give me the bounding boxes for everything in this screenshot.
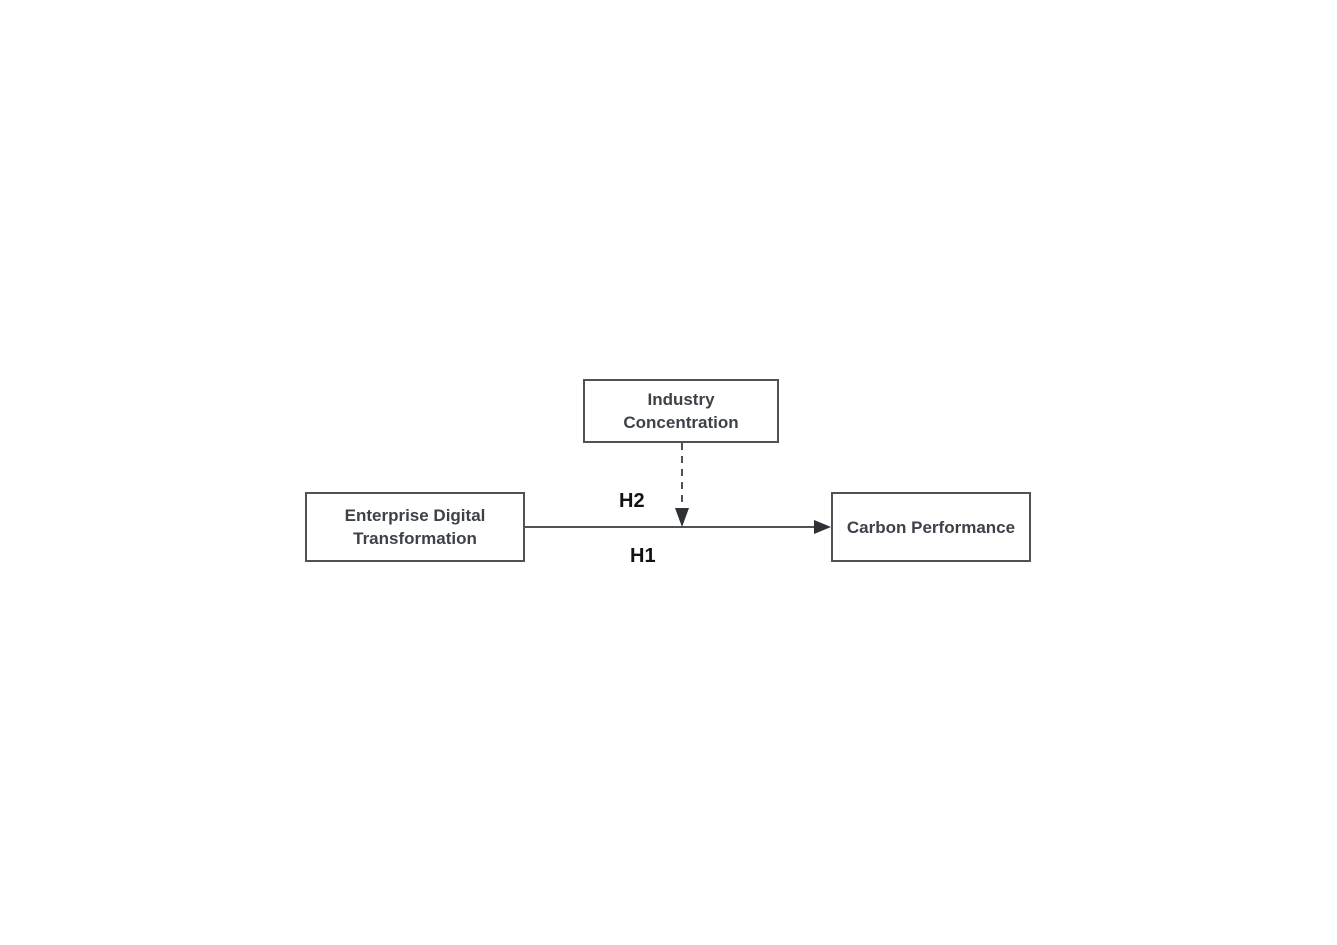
h2-dashed-arrow <box>675 443 689 527</box>
moderator-box-label: Industry Concentration <box>623 390 739 432</box>
h1-solid-arrow <box>525 520 831 534</box>
dependent-box-label: Carbon Performance <box>846 517 1016 537</box>
moderator-box-industry-concentration: Industry Concentration <box>583 379 779 443</box>
hypothesis-label-h2: H2 <box>619 490 645 512</box>
independent-box-enterprise-digital-transformation: Enterprise Digital Transformation <box>305 492 525 562</box>
hypothesis-label-h1: H1 <box>630 545 656 567</box>
h1-arrowhead-icon <box>814 520 831 534</box>
independent-box-label: Enterprise Digital Transformation <box>344 506 486 548</box>
h2-arrowhead-icon <box>675 508 689 527</box>
dependent-box-carbon-performance: Carbon Performance <box>831 492 1031 562</box>
